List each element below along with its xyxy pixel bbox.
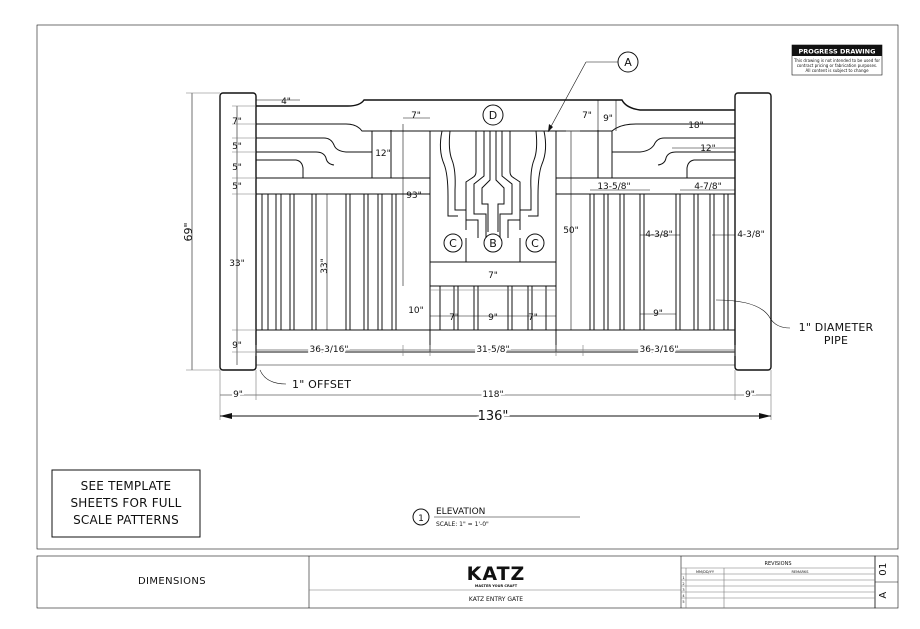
dim-33-rotated: 33" bbox=[320, 258, 330, 274]
rev-col-date: MM/DD/YY bbox=[696, 570, 715, 574]
dim-9-left: 9" bbox=[232, 341, 242, 351]
elevation-label: 1 ELEVATION SCALE: 1" = 1'-0" bbox=[412, 507, 580, 528]
callout-b: B bbox=[483, 233, 503, 253]
callout-a-label: A bbox=[624, 56, 632, 69]
rev-row-5: 5 bbox=[682, 600, 684, 604]
dim-5-b: 5" bbox=[232, 163, 242, 173]
progress-line-1: This drawing is not intended to be used … bbox=[793, 58, 880, 63]
second-rail bbox=[256, 137, 372, 153]
katz-logo: KATZ bbox=[467, 563, 526, 585]
dim-10: 10" bbox=[408, 306, 424, 316]
progress-line-2: contract pricing or fabrication purposes… bbox=[797, 63, 878, 68]
dim-13-5-8: 13-5/8" bbox=[597, 182, 630, 192]
elevation-title: ELEVATION bbox=[436, 507, 485, 517]
callout-a: A bbox=[547, 51, 639, 133]
template-note-line-3: SCALE PATTERNS bbox=[73, 513, 179, 527]
progress-drawing-banner: PROGRESS DRAWING This drawing is not int… bbox=[791, 44, 883, 76]
pipe-note-line-2: PIPE bbox=[824, 334, 848, 347]
elevation-number: 1 bbox=[418, 514, 424, 524]
dim-12-right: 12" bbox=[700, 144, 716, 154]
dim-4-7-8: 4-7/8" bbox=[694, 182, 722, 192]
template-note-box: SEE TEMPLATE SHEETS FOR FULL SCALE PATTE… bbox=[51, 469, 201, 538]
callout-b-label: B bbox=[489, 237, 497, 250]
callout-c-left: C bbox=[443, 233, 463, 253]
center-panel bbox=[429, 130, 557, 352]
callout-c-left-label: C bbox=[449, 237, 457, 250]
dim-136: 136" bbox=[478, 409, 509, 424]
dim-31-5-8: 31-5/8" bbox=[476, 345, 509, 355]
right-post bbox=[734, 92, 772, 371]
rev-col-remarks: REMARKS bbox=[791, 570, 809, 574]
dim-36-3-16-left: 36-3/16" bbox=[309, 345, 348, 355]
sheet-number: 01 bbox=[878, 562, 889, 576]
rev-row-3: 3 bbox=[682, 588, 684, 592]
drawing-border bbox=[36, 24, 899, 550]
dim-33-left: 33" bbox=[229, 259, 245, 269]
title-block: DIMENSIONS KATZ MASTER YOUR CRAFT KATZ E… bbox=[138, 561, 889, 608]
rev-row-4: 4 bbox=[682, 594, 685, 598]
dim-12-left: 12" bbox=[375, 149, 391, 159]
rev-row-2: 2 bbox=[682, 582, 684, 586]
left-pickets bbox=[261, 194, 397, 330]
progress-line-3: All content is subject to change bbox=[805, 68, 869, 73]
dim-5-a: 5" bbox=[232, 142, 242, 152]
sheet-letter: A bbox=[878, 591, 889, 598]
progress-title: PROGRESS DRAWING bbox=[799, 48, 876, 56]
dim-69: 69" bbox=[182, 222, 195, 241]
left-post bbox=[219, 92, 257, 371]
template-note-line-2: SHEETS FOR FULL bbox=[70, 496, 181, 510]
dim-9-low: 9" bbox=[488, 313, 498, 323]
template-note-line-1: SEE TEMPLATE bbox=[81, 479, 172, 493]
dim-7-low-left: 7" bbox=[449, 313, 459, 323]
dim-7-mid: 7" bbox=[488, 271, 498, 281]
elevation-scale: SCALE: 1" = 1'-0" bbox=[436, 521, 489, 528]
project-name: KATZ ENTRY GATE bbox=[469, 596, 523, 603]
dim-7-left: 7" bbox=[232, 117, 242, 127]
title-block-label: DIMENSIONS bbox=[138, 576, 206, 587]
dim-4-3-8-a: 4-3/8" bbox=[645, 230, 673, 240]
dimension-lines bbox=[186, 92, 791, 420]
dim-9-bottom-left: 9" bbox=[233, 390, 243, 400]
dim-9-right-top: 9" bbox=[603, 114, 613, 124]
top-rail bbox=[256, 99, 735, 111]
dim-7-center: 7" bbox=[411, 111, 421, 121]
right-scroll bbox=[657, 151, 735, 166]
dim-93: 93" bbox=[406, 191, 422, 201]
katz-tagline: MASTER YOUR CRAFT bbox=[475, 584, 518, 588]
revisions-title: REVISIONS bbox=[764, 561, 791, 567]
callout-d-label: D bbox=[489, 109, 497, 122]
dim-4: 4" bbox=[281, 97, 291, 107]
dim-18: 18" bbox=[688, 121, 704, 131]
dim-9-bottom-right: 9" bbox=[745, 390, 755, 400]
dim-7-right: 7" bbox=[582, 111, 592, 121]
dim-7-low-right: 7" bbox=[528, 313, 538, 323]
rev-row-1: 1 bbox=[682, 576, 684, 580]
dim-36-3-16-right: 36-3/16" bbox=[639, 345, 678, 355]
dim-50: 50" bbox=[563, 226, 579, 236]
dim-118: 118" bbox=[482, 390, 503, 400]
dim-4-3-8-b: 4-3/8" bbox=[737, 230, 765, 240]
right-pickets bbox=[589, 194, 729, 330]
offset-note: 1" OFFSET bbox=[292, 378, 351, 391]
dim-5-c: 5" bbox=[232, 182, 242, 192]
callout-d: D bbox=[482, 104, 504, 126]
callout-c-right-label: C bbox=[531, 237, 539, 250]
center-cross-bar bbox=[429, 261, 557, 287]
dim-9-right-pipe: 9" bbox=[653, 309, 663, 319]
dimension-labels: 69" 4" 7" 5" 5" 5" 33" 9" 7" 12" 93" 33"… bbox=[182, 97, 765, 427]
pipe-note-line-1: 1" DIAMETER bbox=[799, 321, 874, 334]
gate-elevation-drawing: D A C B C bbox=[219, 51, 772, 371]
left-scroll bbox=[256, 151, 335, 166]
callout-c-right: C bbox=[525, 233, 545, 253]
